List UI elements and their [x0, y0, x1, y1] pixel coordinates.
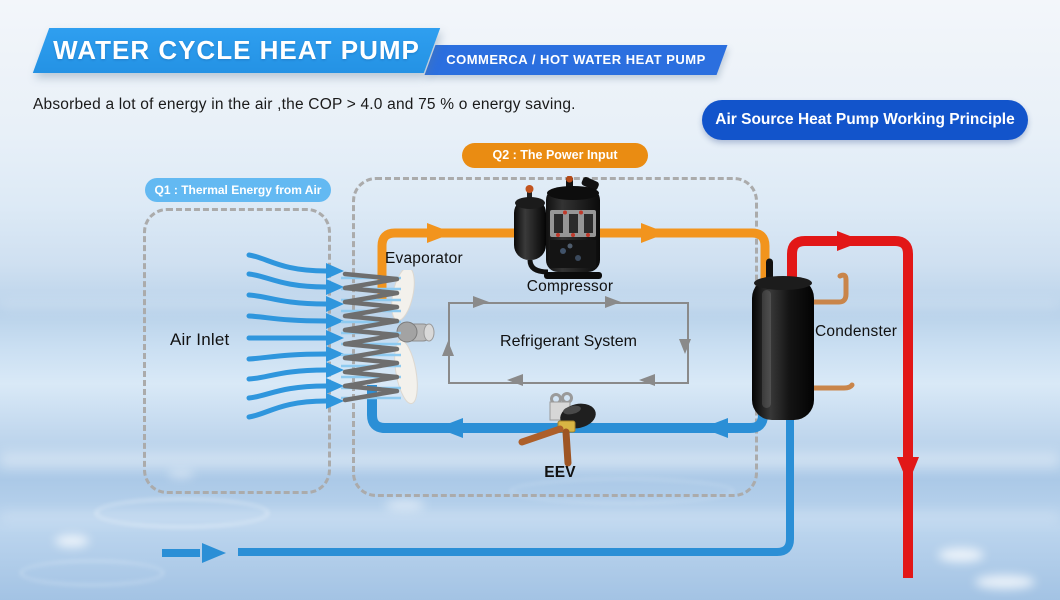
- air-inlet-label: Air Inlet: [170, 330, 230, 349]
- page-title: WATER CYCLE HEAT PUMP: [53, 35, 420, 65]
- condenser-image: [742, 256, 867, 436]
- compressor-image: [508, 175, 608, 287]
- evaporator-graphic: [341, 267, 435, 405]
- water-ripple: [20, 560, 164, 586]
- water-glint: [55, 535, 89, 547]
- condenser-graphic: [752, 258, 855, 420]
- refrigerant-system-label: Refrigerant System: [500, 333, 637, 350]
- hot-water-pipe: [787, 231, 919, 578]
- page-subtitle: COMMERCA / HOT WATER HEAT PUMP: [446, 52, 706, 67]
- water-glint: [385, 500, 425, 510]
- subtitle-banner: COMMERCA / HOT WATER HEAT PUMP: [424, 45, 728, 75]
- eev-image: [514, 390, 609, 473]
- condenser-label: Condenster: [815, 323, 898, 340]
- air-flow-arrows: [246, 252, 344, 420]
- q1-thermal-energy-label: Q1 : Thermal Energy from Air: [145, 178, 331, 202]
- coil-tube: [342, 271, 400, 403]
- compressor-label: Compressor: [526, 278, 614, 295]
- water-highlight-band: [0, 512, 1060, 522]
- water-highlight-band: [0, 452, 1060, 468]
- evaporator-label: Evaporator: [385, 250, 463, 267]
- principle-badge: Air Source Heat Pump Working Principle: [702, 100, 1028, 140]
- water-ripple: [95, 498, 269, 528]
- evaporator-image: [335, 267, 455, 445]
- description-text: Absorbed a lot of energy in the air ,the…: [33, 96, 576, 113]
- water-highlight-band: [0, 300, 1060, 310]
- q2-power-input-label: Q2 : The Power Input: [462, 143, 648, 168]
- eev-graphic: [518, 392, 596, 467]
- cold-water-inlet-pipe: [162, 415, 794, 563]
- compressor-graphic: [514, 175, 602, 279]
- water-glint: [168, 470, 194, 478]
- title-banner: WATER CYCLE HEAT PUMP: [32, 28, 441, 73]
- water-ripple: [510, 478, 734, 504]
- water-glint: [938, 548, 984, 562]
- refrigerant-system-box: Refrigerant System: [448, 302, 689, 384]
- water-glint: [975, 575, 1035, 589]
- eev-label: EEV: [544, 464, 576, 481]
